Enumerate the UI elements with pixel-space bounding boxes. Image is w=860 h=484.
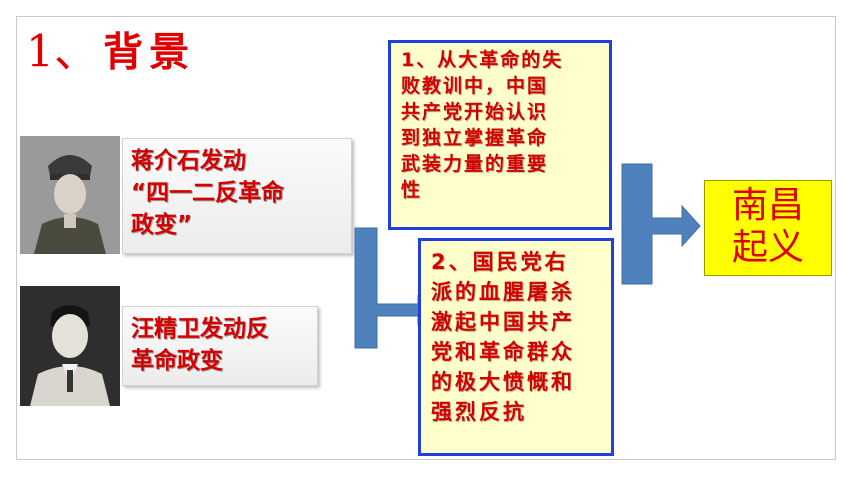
- result-line-1: 南昌: [731, 185, 804, 226]
- reason-1-line-1: 1、从大革命的失: [401, 49, 564, 71]
- reason-1-line-6: 性: [401, 179, 423, 201]
- result-line-2: 起义: [731, 227, 804, 268]
- event-box-chiang: 蒋介石发动 “四一二反革命 政变”: [122, 138, 352, 254]
- reason-2-line-4: 党和革命群众: [431, 340, 575, 364]
- result-box-nanchang-uprising: 南昌 起义: [704, 180, 832, 276]
- reason-1-line-3: 共产党开始认识: [401, 101, 549, 123]
- event-1-line-2: “四一二反革命: [131, 180, 285, 206]
- reason-2-line-2: 派的血腥屠杀: [431, 280, 575, 304]
- title-text: 背景: [103, 28, 196, 76]
- reason-2-line-6: 强烈反抗: [431, 400, 527, 424]
- reason-box-2: 2、国民党右 派的血腥屠杀 激起中国共产 党和革命群众 的极大愤慨和 强烈反抗: [418, 238, 614, 456]
- event-2-line-1: 汪精卫发动反: [131, 316, 269, 342]
- reason-2-line-5: 的极大愤慨和: [431, 370, 575, 394]
- reason-box-1: 1、从大革命的失 败教训中，中国 共产党开始认识 到独立掌握革命 武装力量的重要…: [388, 40, 612, 230]
- title-number: 1、: [26, 26, 98, 78]
- slide-title: 1、 背景: [26, 22, 195, 82]
- portrait-photo-2: [20, 286, 120, 406]
- event-1-line-3: 政变”: [131, 212, 193, 238]
- portrait-1-icon: [20, 136, 120, 254]
- reason-1-line-4: 到独立掌握革命: [401, 127, 549, 149]
- event-1-line-1: 蒋介石发动: [131, 148, 246, 174]
- reason-2-line-3: 激起中国共产: [431, 310, 575, 334]
- reason-1-line-2: 败教训中，中国: [401, 75, 549, 97]
- reason-2-line-1: 2、国民党右: [431, 250, 569, 274]
- event-2-line-2: 革命政变: [131, 348, 223, 374]
- portrait-photo-1: [20, 136, 120, 254]
- event-box-wang: 汪精卫发动反 革命政变: [122, 306, 318, 386]
- portrait-2-icon: [20, 286, 120, 406]
- reason-1-line-5: 武装力量的重要: [401, 153, 549, 175]
